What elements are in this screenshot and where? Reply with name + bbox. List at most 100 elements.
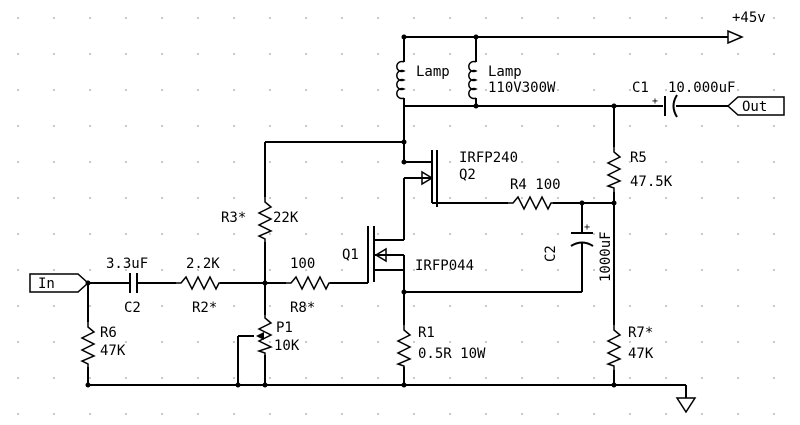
grid-dot: [485, 269, 487, 271]
grid-dot: [521, 197, 523, 199]
grid-dot: [341, 341, 343, 343]
grid-dot: [521, 377, 523, 379]
r3-name: R3*: [221, 210, 246, 226]
c2-value: 1000uF: [598, 231, 614, 282]
grid-dot: [197, 341, 199, 343]
grid-dot: [665, 17, 667, 19]
c1-value: 10.000uF: [668, 80, 735, 96]
c1-name: C1: [632, 80, 649, 96]
grid-dot: [737, 413, 739, 415]
grid-dot: [269, 305, 271, 307]
grid-dot: [17, 341, 19, 343]
grid-dot: [413, 125, 415, 127]
grid-dot: [593, 233, 595, 235]
grid-dot: [665, 53, 667, 55]
resistor-r1-symbol: [395, 325, 412, 367]
grid-dot: [197, 413, 199, 415]
grid-dot: [125, 17, 127, 19]
grid-dot: [197, 197, 199, 199]
grid-dot: [629, 233, 631, 235]
grid-dot: [17, 413, 19, 415]
grid-dot: [701, 377, 703, 379]
grid-dot: [773, 53, 775, 55]
grid-dot: [593, 89, 595, 91]
grid-dot: [629, 89, 631, 91]
grid-dot: [593, 17, 595, 19]
grid-dot: [305, 197, 307, 199]
r7-value: 47K: [628, 346, 654, 362]
grid-dot: [125, 269, 127, 271]
grid-dot: [485, 305, 487, 307]
grid-dot: [485, 377, 487, 379]
grid-dot: [197, 89, 199, 91]
grid-dot: [53, 53, 55, 55]
grid-dot: [557, 413, 559, 415]
grid-dot: [377, 125, 379, 127]
grid-dot: [701, 341, 703, 343]
grid-dot: [377, 305, 379, 307]
grid-dot: [89, 89, 91, 91]
grid-dot: [377, 89, 379, 91]
grid-dot: [485, 413, 487, 415]
q1-part: IRFP044: [415, 258, 474, 274]
grid-dot: [665, 89, 667, 91]
grid-dot: [377, 413, 379, 415]
grid-dot: [665, 341, 667, 343]
grid-dot: [161, 341, 163, 343]
grid-dot: [701, 125, 703, 127]
input-port[interactable]: In: [29, 273, 90, 293]
grid-dot: [197, 53, 199, 55]
grid-dot: [773, 269, 775, 271]
grid-dot: [629, 17, 631, 19]
grid-dot: [341, 161, 343, 163]
grid-dot: [125, 125, 127, 127]
mosfet-q1-symbol: [367, 226, 405, 283]
grid-dot: [557, 269, 559, 271]
grid-dot: [485, 197, 487, 199]
grid-dot: [161, 53, 163, 55]
grid-dot: [197, 125, 199, 127]
grid-dot: [557, 17, 559, 19]
resistor-r8-symbol: [286, 275, 330, 291]
grid-dot: [773, 161, 775, 163]
grid-dot: [629, 197, 631, 199]
grid-dot: [53, 161, 55, 163]
grid-dot: [17, 53, 19, 55]
grid-dot: [593, 125, 595, 127]
grid-dot: [53, 89, 55, 91]
input-port-label: In: [38, 276, 55, 292]
grid-dot: [629, 53, 631, 55]
grid-dot: [701, 53, 703, 55]
grid-dot: [233, 305, 235, 307]
grid-dot: [89, 197, 91, 199]
grid-dot: [773, 413, 775, 415]
grid-dot: [377, 377, 379, 379]
grid-dot: [521, 341, 523, 343]
grid-dot: [557, 341, 559, 343]
grid-dot: [449, 161, 451, 163]
grid-dot: [737, 269, 739, 271]
grid-dot: [773, 197, 775, 199]
wires: [87, 36, 728, 398]
grid-dot: [17, 89, 19, 91]
grid-dot: [413, 341, 415, 343]
grid-dot: [737, 233, 739, 235]
output-port[interactable]: Out: [726, 96, 785, 116]
grid-dot: [737, 125, 739, 127]
r8-value: 100: [290, 256, 315, 272]
grid-dot: [665, 197, 667, 199]
grid-dot: [161, 161, 163, 163]
r2-value: 2.2K: [186, 256, 220, 272]
grid-dot: [17, 305, 19, 307]
grid-dot: [53, 377, 55, 379]
grid-dot: [89, 377, 91, 379]
grid-dot: [233, 341, 235, 343]
grid-dot: [89, 17, 91, 19]
grid-dot: [377, 197, 379, 199]
grid-dot: [557, 377, 559, 379]
grid-dot: [17, 17, 19, 19]
grid-dot: [233, 233, 235, 235]
grid-dot: [17, 197, 19, 199]
grid-dot: [233, 377, 235, 379]
grid-dot: [593, 53, 595, 55]
